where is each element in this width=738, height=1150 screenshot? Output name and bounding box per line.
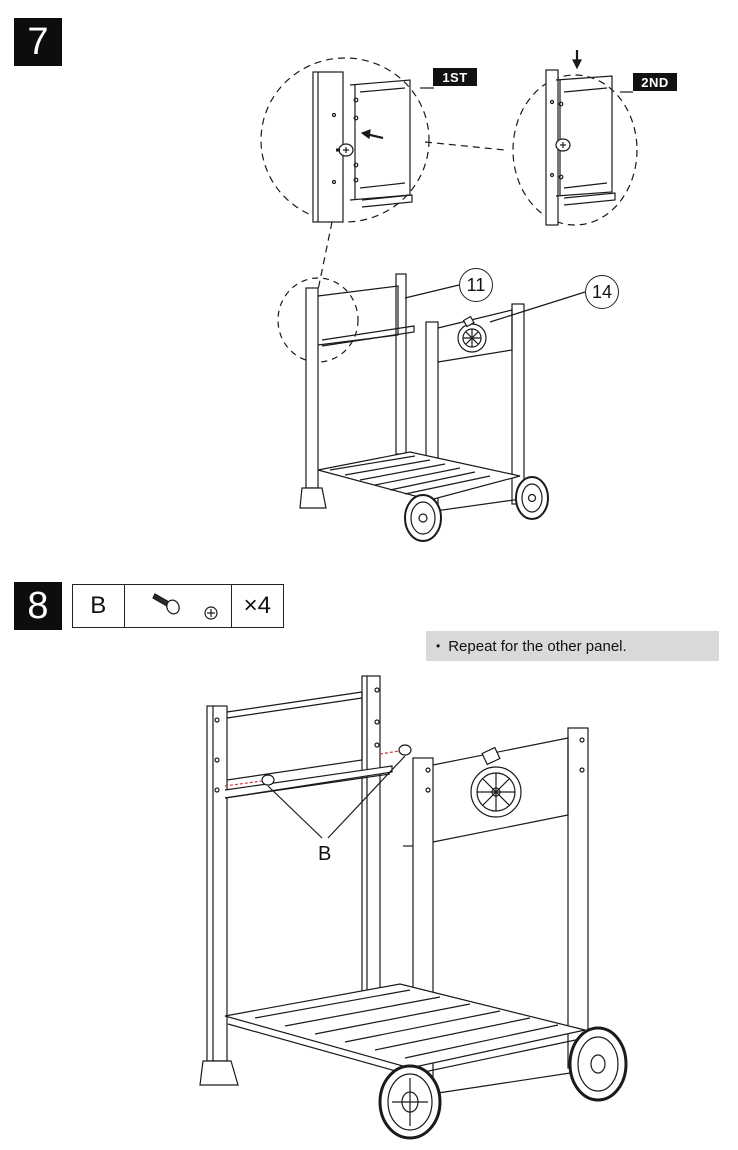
step-number-7: 7 — [14, 18, 62, 66]
detail-circle-first — [260, 57, 430, 223]
step-number-8: 8 — [14, 582, 62, 630]
arrow-icon — [360, 129, 384, 140]
callout-part-11: 11 — [459, 268, 493, 302]
phillips-head-icon — [203, 606, 218, 620]
screw-icon — [151, 593, 180, 615]
note-text: Repeat for the other panel. — [448, 637, 627, 655]
screw-icon — [336, 143, 354, 157]
part-letter: B — [73, 585, 125, 627]
vent-icon — [470, 746, 522, 818]
wheel-icon — [378, 1064, 442, 1140]
part-image — [125, 585, 232, 627]
screw-label-b: B — [318, 843, 332, 865]
wheel-icon — [515, 476, 549, 520]
cart-step7 — [277, 273, 586, 542]
parts-table: B ×4 — [72, 584, 284, 628]
wheel-icon — [404, 494, 442, 542]
part-quantity: ×4 — [243, 592, 271, 619]
vent-icon — [457, 315, 487, 353]
wheel-icon — [568, 1026, 628, 1102]
tag-first: 1ST — [433, 68, 477, 86]
screw-icon — [379, 744, 412, 756]
screw-icon — [555, 138, 571, 152]
callout-part-14: 14 — [585, 275, 619, 309]
detail-circle-second — [512, 50, 638, 226]
instruction-note: • Repeat for the other panel. — [426, 631, 719, 661]
screw-icon — [224, 774, 275, 787]
tag-second: 2ND — [633, 73, 677, 91]
cart-step8 — [199, 675, 628, 1140]
arrow-icon — [572, 50, 582, 70]
note-bullet: • — [436, 639, 441, 653]
